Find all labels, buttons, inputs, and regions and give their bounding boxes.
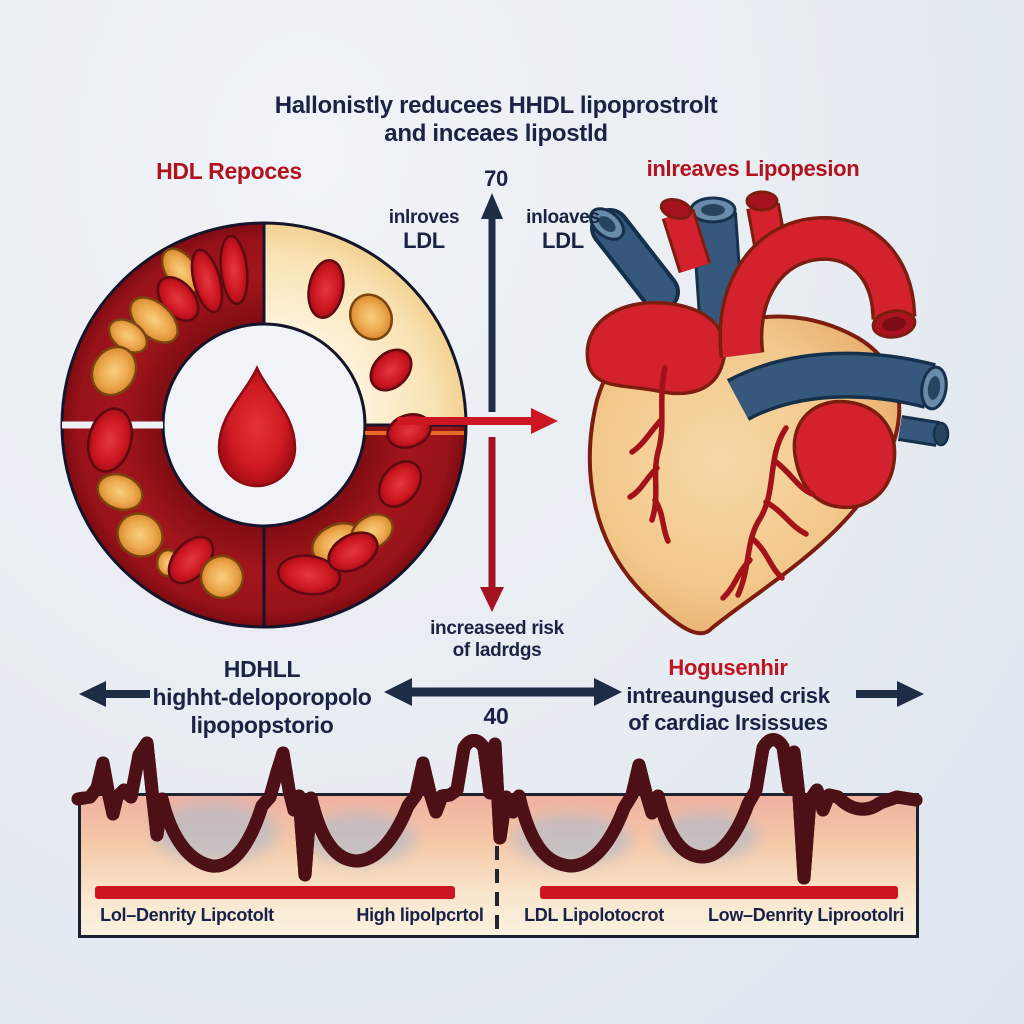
mid-center-value: 40 [483, 703, 509, 729]
arrows [79, 193, 924, 707]
donut-quadrant-bottomleft [60, 423, 266, 629]
mid-left-label: HDHLL highht-deloporopolo lipopopstorio [152, 656, 372, 739]
left-increase-label: inlroves LDL [388, 207, 460, 253]
heart-illustration [585, 190, 950, 636]
coronary-arteries [627, 365, 815, 601]
main-title: Hallonistly reducees HHDL lipoprostrolt … [275, 92, 718, 149]
right-increase-label: inloaves LDL [526, 207, 600, 253]
blood-vessel-donut [60, 221, 468, 629]
right-heading: inlreaves Lipopesion [646, 156, 860, 181]
main-title-line2: and inceaes lipostld [384, 120, 608, 148]
donut-cells [86, 234, 432, 600]
donut-inner-circle [163, 324, 365, 526]
donut-quadrant-cream [262, 221, 468, 427]
left-heading: HDL Repoces [156, 158, 302, 184]
aorta-opening [871, 309, 917, 339]
heart-body [587, 314, 902, 636]
left-atrium [585, 301, 727, 396]
vena-cava-opening [589, 207, 625, 241]
pulmonary-trunk-opening [689, 196, 737, 224]
donut-quadrant-bottomright [262, 423, 468, 629]
aortic-arch [721, 219, 913, 358]
pulmonary-artery [728, 355, 935, 418]
main-title-line1: Hallonistly reducees HHDL lipoprostrolt [274, 92, 718, 119]
ecg-band-panel [78, 793, 919, 938]
donut-quadrant-topleft [60, 221, 266, 427]
right-ventricle-bulge [792, 399, 897, 510]
mid-right-label: Hogusenhir intreaungused crisk of cardia… [626, 655, 830, 735]
down-arrow-caption: increaseed risk of ladrdgs [430, 618, 564, 662]
blood-drop-icon [217, 365, 297, 488]
axis-top-value: 70 [484, 166, 508, 191]
